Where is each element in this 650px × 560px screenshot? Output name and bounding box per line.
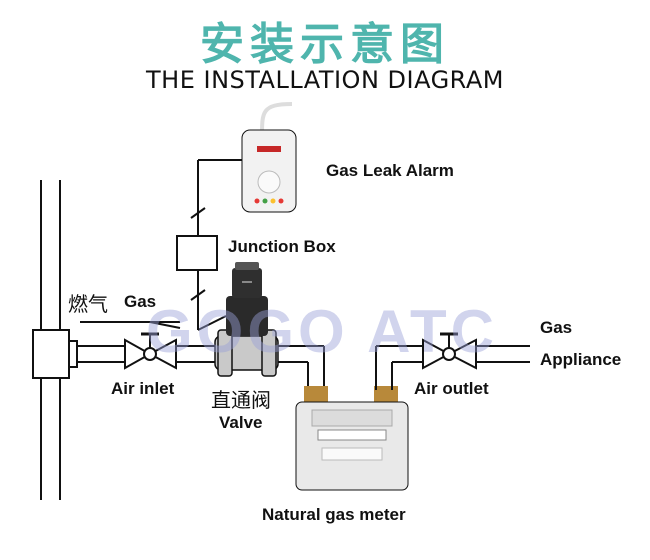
label-air-inlet: Air inlet xyxy=(111,379,175,398)
title-english: THE INSTALLATION DIAGRAM xyxy=(145,66,505,94)
tee-fitting xyxy=(32,329,78,379)
control-cable xyxy=(190,159,248,331)
label-natural-gas-meter: Natural gas meter xyxy=(262,505,406,524)
label-valve-chinese: 直通阀 xyxy=(211,388,271,412)
label-gas-appliance-line2: Appliance xyxy=(540,350,622,369)
inlet-pipe xyxy=(77,345,325,390)
outlet-ball-valve xyxy=(422,332,477,370)
natural-gas-meter xyxy=(295,386,409,491)
gas-flow-pointer xyxy=(80,321,181,329)
gas-leak-alarm-device xyxy=(241,102,297,213)
label-gas-appliance-line1: Gas xyxy=(540,318,573,337)
outlet-pipe xyxy=(375,345,530,390)
inlet-ball-valve xyxy=(124,332,177,370)
label-valve-english: Valve xyxy=(219,413,263,432)
label-gas-english: Gas xyxy=(124,292,157,311)
label-junction-box: Junction Box xyxy=(228,237,336,256)
junction-box xyxy=(176,235,218,271)
watermark: GOGO ATC xyxy=(146,298,498,365)
title-chinese: 安装示意图 xyxy=(200,19,450,70)
label-air-outlet: Air outlet xyxy=(414,379,489,398)
label-gas-chinese: 燃气 xyxy=(68,292,108,316)
label-gas-leak-alarm: Gas Leak Alarm xyxy=(326,161,454,180)
solenoid-valve xyxy=(214,262,279,377)
